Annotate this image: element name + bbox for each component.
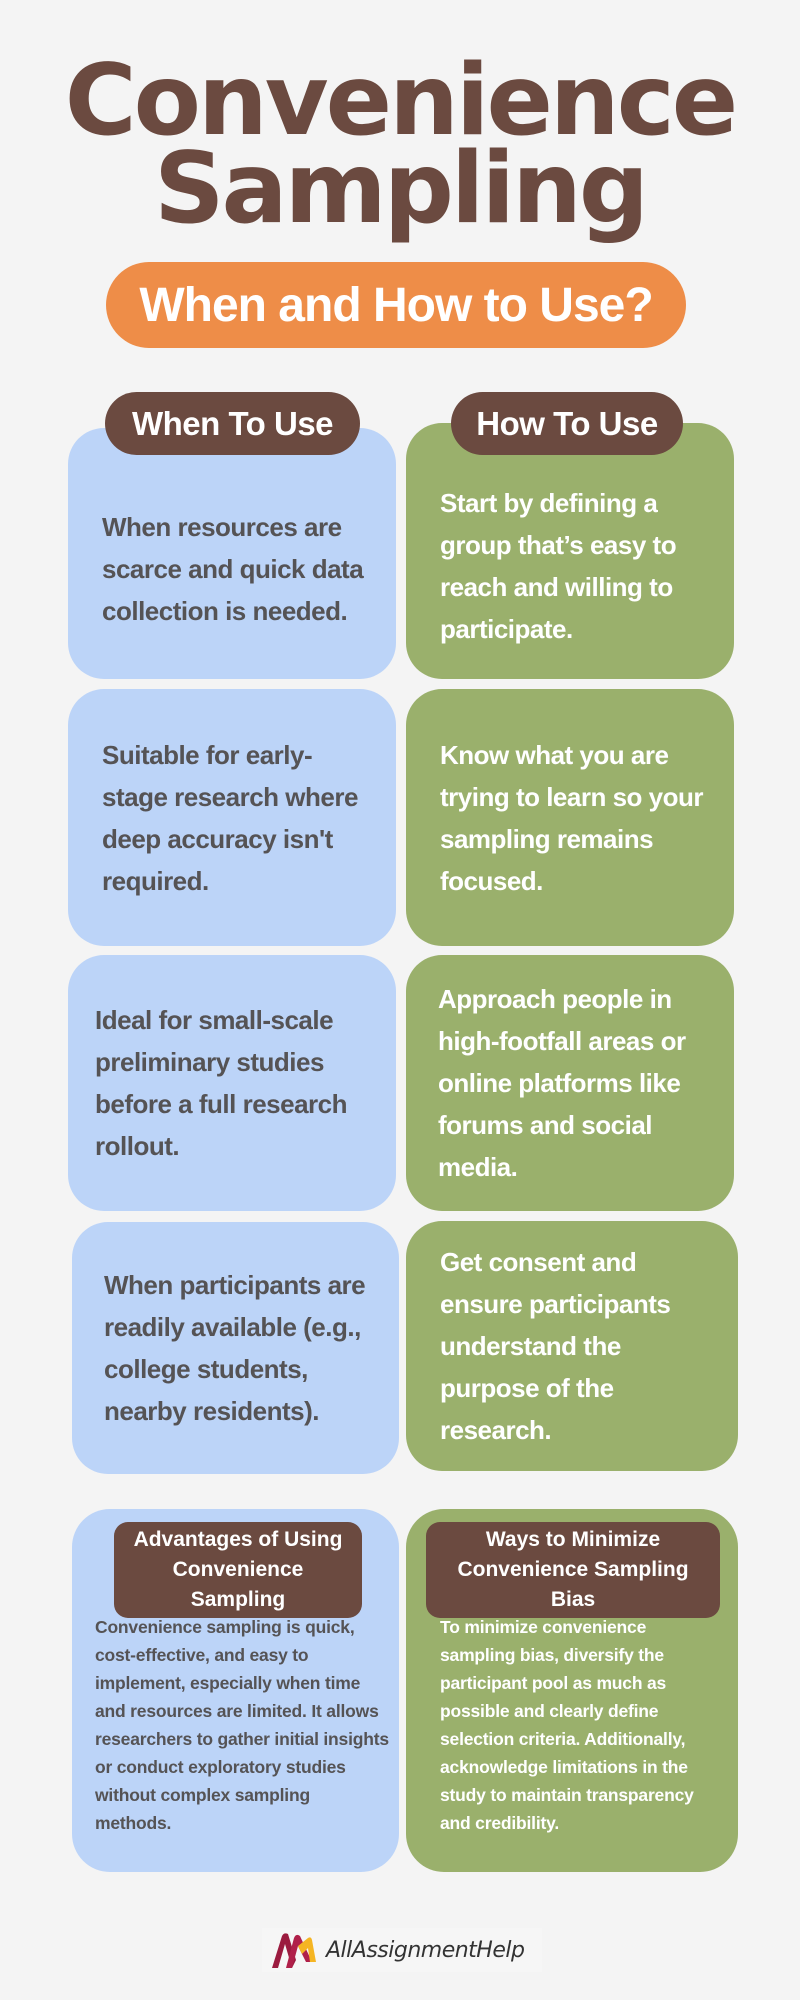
when-card-4: When participants are readily available … <box>72 1222 399 1474</box>
when-card-2: Suitable for early-stage research where … <box>68 689 396 946</box>
how-card-2: Know what you are trying to learn so you… <box>406 689 734 946</box>
advantages-title-line-2: Convenience Sampling <box>172 1558 304 1611</box>
brand-logo[interactable]: AllAssignmentHelp <box>262 1928 542 1972</box>
when-text-2: Suitable for early-stage research where … <box>102 739 358 896</box>
advantages-body: Convenience sampling is quick, cost-effe… <box>95 1617 389 1833</box>
when-text-3: Ideal for small-scale preliminary studie… <box>95 1005 348 1161</box>
how-text-4: Get consent and ensure participants unde… <box>440 1247 671 1445</box>
how-text-2: Know what you are trying to learn so you… <box>440 739 704 896</box>
when-to-use-label: When To Use <box>131 404 334 442</box>
brand-name: AllAssignmentHelp <box>326 1937 525 1963</box>
how-card-3: Approach people in high-footfall areas o… <box>406 955 734 1211</box>
how-card-4: Get consent and ensure participants unde… <box>406 1221 738 1471</box>
when-text-4: When participants are readily available … <box>104 1270 366 1426</box>
subtitle-text: When and How to Use? <box>139 278 653 332</box>
minimize-bias-title-line-2: Convenience Sampling Bias <box>457 1558 689 1611</box>
page-title-line-2: Sampling <box>153 132 649 246</box>
when-card-3: Ideal for small-scale preliminary studie… <box>68 955 396 1211</box>
aah-logo-icon <box>268 1930 318 1970</box>
advantages-title: Advantages of Using Convenience Sampling <box>114 1522 362 1618</box>
when-card-1: When resources are scarce and quick data… <box>68 428 396 679</box>
advantages-title-line-1: Advantages of Using <box>133 1528 343 1551</box>
page-title-line-1: Convenience <box>64 44 739 158</box>
minimize-bias-title: Ways to Minimize Convenience Sampling Bi… <box>426 1522 720 1618</box>
subtitle-banner: When and How to Use? <box>106 262 686 348</box>
advantages-card: Advantages of Using Convenience Sampling… <box>72 1509 399 1872</box>
when-to-use-header: When To Use <box>105 392 360 455</box>
when-text-1: When resources are scarce and quick data… <box>102 511 364 626</box>
minimize-bias-title-line-1: Ways to Minimize <box>485 1528 661 1551</box>
how-text-3: Approach people in high-footfall areas o… <box>438 984 686 1182</box>
minimize-bias-body: To minimize convenience sampling bias, d… <box>440 1617 694 1833</box>
minimize-bias-card: Ways to Minimize Convenience Sampling Bi… <box>406 1509 738 1872</box>
how-text-1: Start by defining a group that’s easy to… <box>440 488 677 644</box>
how-card-1: Start by defining a group that’s easy to… <box>406 423 734 679</box>
how-to-use-header: How To Use <box>451 392 683 455</box>
how-to-use-label: How To Use <box>476 404 658 442</box>
